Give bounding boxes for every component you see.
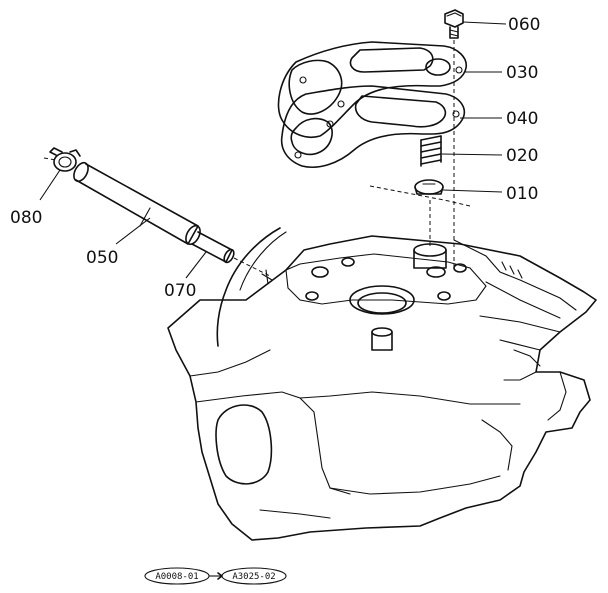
part-labels: 060 030 040 020 010 080 050 070 (10, 15, 540, 301)
part-label-040: 040 (506, 109, 538, 129)
part-label-060: 060 (508, 15, 540, 35)
spring-part-020 (420, 135, 442, 167)
alignment-line-080 (43, 157, 57, 161)
alignment-line-070 (233, 257, 271, 277)
clamp-part-080 (49, 147, 81, 172)
reference-code-left: A0008-01 (155, 572, 198, 582)
gasket-part-040 (280, 85, 466, 168)
part-label-070: 070 (164, 281, 196, 301)
hose-part-070 (191, 231, 235, 264)
valve-part-010 (414, 179, 444, 195)
part-label-030: 030 (506, 63, 538, 83)
bolt-part-060 (444, 9, 464, 39)
pipe-part-050 (73, 161, 201, 246)
reference-codes: A0008-01 A3025-02 (144, 567, 287, 585)
housing-body (167, 227, 597, 541)
reference-code-right: A3025-02 (232, 572, 275, 582)
fitting-mark (261, 269, 273, 285)
part-label-050: 050 (86, 248, 118, 268)
part-label-020: 020 (506, 146, 538, 166)
part-label-080: 080 (10, 208, 42, 228)
part-label-010: 010 (506, 184, 538, 204)
leader-lines (39, 21, 507, 279)
leader-060 (462, 21, 507, 25)
alignment-line-housing (369, 185, 471, 207)
leader-070 (185, 251, 207, 279)
leader-050 (115, 217, 151, 245)
leader-020 (441, 153, 503, 156)
reference-bubble-right (221, 567, 287, 585)
leader-010 (442, 189, 503, 193)
leader-080 (39, 169, 61, 201)
